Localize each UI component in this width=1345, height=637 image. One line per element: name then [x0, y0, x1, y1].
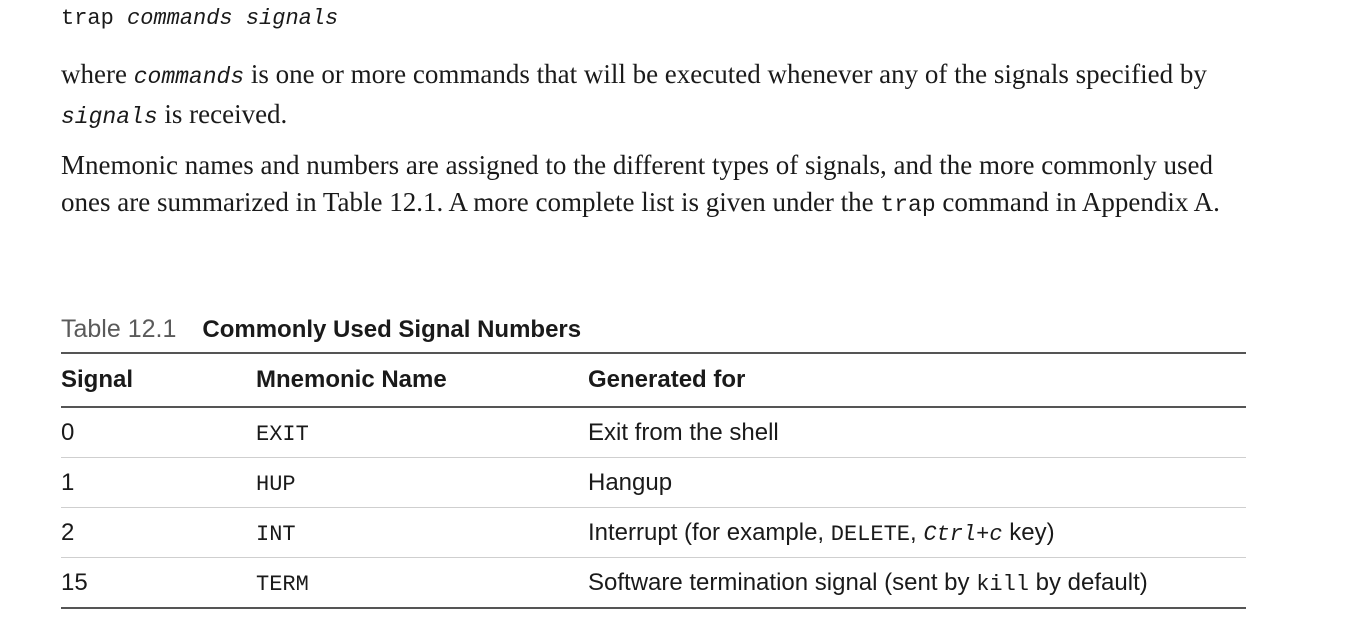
header-signal: Signal: [61, 366, 134, 393]
table-row: 15 TERM Software termination signal (sen…: [61, 558, 1246, 609]
desc-text: key): [1002, 518, 1055, 546]
paragraph-text: is received.: [157, 99, 288, 129]
inline-code-signals: signals: [61, 104, 158, 130]
syntax-arg-signals: signals: [245, 6, 339, 31]
paragraph-mnemonics: Mnemonic names and numbers are assigned …: [61, 147, 1261, 224]
syntax-arg-commands: commands: [127, 6, 233, 31]
cell-signal: 0: [61, 418, 75, 446]
paragraph-text: is one or more commands that will be exe…: [244, 59, 1207, 89]
desc-text: ,: [909, 518, 924, 546]
cell-generated-for: Interrupt (for example, DELETE, Ctrl+c k…: [588, 508, 1246, 558]
table-caption: Table 12.1 Commonly Used Signal Numbers: [61, 313, 581, 346]
cell-generated-for: Hangup: [588, 458, 1246, 508]
syntax-line: trap commands signals: [61, 4, 338, 34]
desc-code-delete: DELETE: [830, 521, 910, 547]
paragraph-description: where commands is one or more commands t…: [61, 56, 1261, 136]
header-generated-for: Generated for: [588, 366, 746, 393]
paragraph-text: Mnemonic names and numbers are assigned …: [61, 150, 1213, 217]
inline-code-trap: trap: [880, 192, 936, 218]
table-header-row: Signal Mnemonic Name Generated for: [61, 353, 1246, 407]
syntax-command: trap: [61, 6, 114, 31]
mnemonic-code: EXIT: [256, 421, 309, 447]
cell-signal: 2: [61, 518, 75, 546]
paragraph-text: where: [61, 59, 134, 89]
table-row: 1 HUP Hangup: [61, 458, 1246, 508]
cell-generated-for: Exit from the shell: [588, 407, 1246, 458]
table-caption-title: Commonly Used Signal Numbers: [202, 316, 582, 343]
paragraph-text: command in Appendix A.: [935, 187, 1220, 217]
cell-signal: 1: [61, 468, 75, 496]
cell-mnemonic: INT: [256, 508, 588, 558]
inline-code-commands: commands: [133, 64, 245, 90]
header-mnemonic-name: Mnemonic Name: [256, 366, 447, 393]
cell-signal: 15: [61, 568, 88, 596]
mnemonic-code: INT: [256, 521, 296, 547]
table-row: 0 EXIT Exit from the shell: [61, 407, 1246, 458]
mnemonic-code: TERM: [256, 571, 309, 597]
desc-text: Software termination signal (sent by: [588, 568, 977, 596]
cell-mnemonic: TERM: [256, 558, 588, 609]
desc-text: Hangup: [588, 468, 673, 496]
signal-table: Signal Mnemonic Name Generated for 0 EXI…: [61, 352, 1246, 609]
mnemonic-code: HUP: [256, 471, 296, 497]
desc-code-ctrl-c: Ctrl+c: [923, 521, 1003, 547]
desc-text: Exit from the shell: [588, 418, 779, 446]
cell-mnemonic: EXIT: [256, 407, 588, 458]
cell-mnemonic: HUP: [256, 458, 588, 508]
table-caption-number: Table 12.1: [61, 315, 177, 343]
cell-generated-for: Software termination signal (sent by kil…: [588, 558, 1246, 609]
table-row: 2 INT Interrupt (for example, DELETE, Ct…: [61, 508, 1246, 558]
desc-text: by default): [1029, 568, 1148, 596]
desc-code-kill: kill: [976, 571, 1029, 597]
desc-text: Interrupt (for example,: [588, 518, 831, 546]
